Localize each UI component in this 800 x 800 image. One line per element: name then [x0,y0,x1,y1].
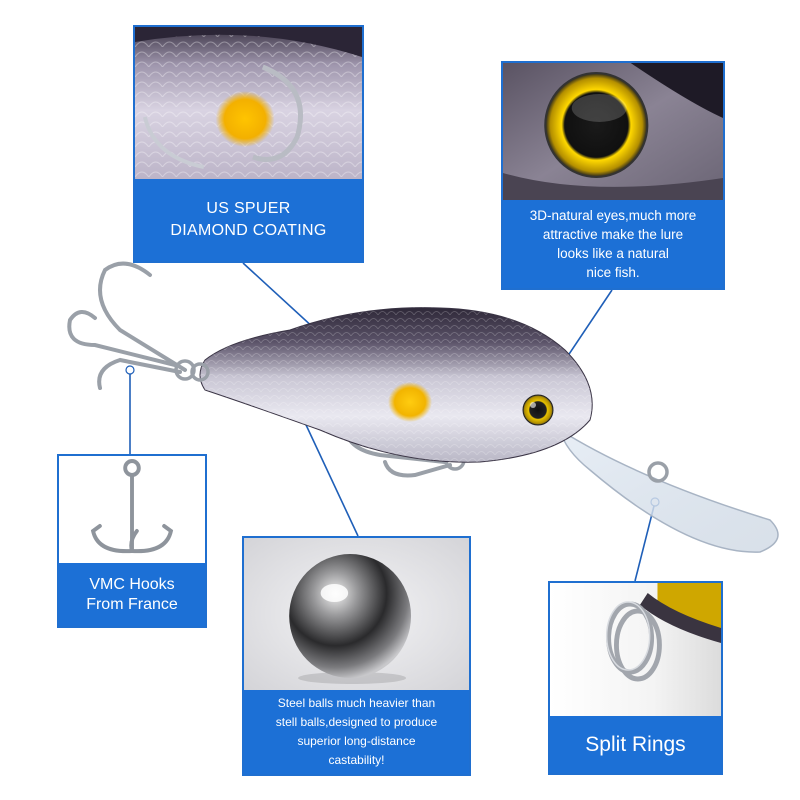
lure-lip [558,428,779,553]
lure-eye [522,394,554,426]
split-ring-image [550,583,721,716]
callout-steel-balls: Steel balls much heavier than stell ball… [242,536,471,776]
callout-hooks: VMC Hooks From France [57,454,207,628]
treble-hook-image [59,456,205,563]
lure-orange-spot [388,382,432,422]
steel-balls-caption: Steel balls much heavier than stell ball… [244,690,469,774]
callout-split-rings: Split Rings [548,581,723,775]
coating-closeup-image [135,27,362,179]
eyes-caption: 3D-natural eyes,much more attractive mak… [503,200,723,288]
steel-ball-image [244,538,469,690]
coating-caption: US SPUER DIAMOND COATING [135,179,362,261]
hooks-caption: VMC Hooks From France [59,563,205,626]
split-rings-caption: Split Rings [550,716,721,773]
callout-eyes: 3D-natural eyes,much more attractive mak… [501,61,725,290]
tail-treble-hook [67,261,196,390]
callout-coating: US SPUER DIAMOND COATING [133,25,364,263]
eye-closeup-image [503,63,723,200]
